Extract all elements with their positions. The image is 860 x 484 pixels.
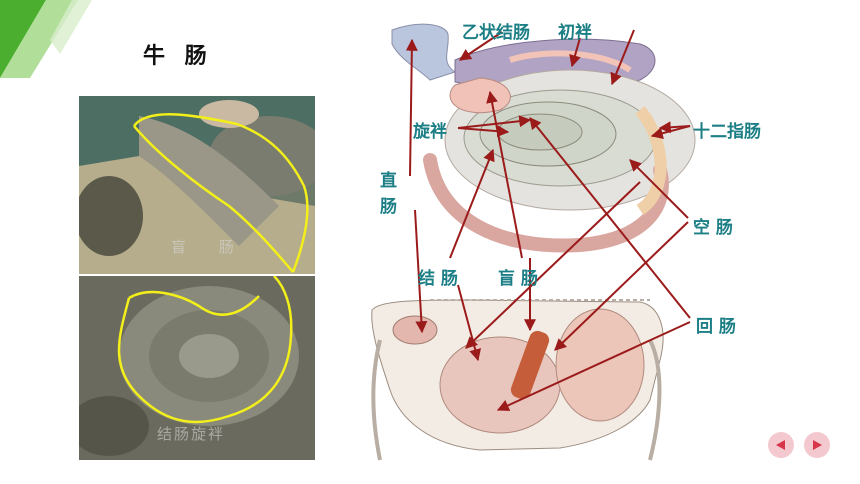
cecum-photo: 盲 肠 <box>79 96 315 274</box>
triangle-right-icon <box>813 440 822 450</box>
label-rectum: 直肠 <box>380 171 397 217</box>
label-ileum: 回 肠 <box>696 317 736 337</box>
corner-decoration <box>0 0 92 78</box>
label-duodenum: 十二指肠 <box>693 122 761 142</box>
cecum-photo-caption: 盲 肠 <box>171 238 248 256</box>
pointer-arrows <box>405 29 691 411</box>
label-cecum: 盲 肠 <box>498 269 538 289</box>
label-sigmoid-colon: 乙状结肠 <box>462 23 530 43</box>
slide-title: 牛 肠 <box>143 44 213 69</box>
spiral-loop-photo-caption: 结肠旋袢 <box>157 425 226 443</box>
cow-body-illustration <box>371 299 664 461</box>
prev-slide-button[interactable] <box>768 432 794 458</box>
label-initial-loop: 初袢 <box>558 23 592 43</box>
next-slide-button[interactable] <box>804 432 830 458</box>
intestine-illustration <box>391 23 696 253</box>
triangle-left-icon <box>776 440 785 450</box>
spiral-loop-photo: 结肠旋袢 <box>79 276 315 460</box>
label-jejunum: 空 肠 <box>693 218 733 238</box>
label-colon: 结 肠 <box>418 269 458 289</box>
label-spiral-loop: 旋袢 <box>413 122 447 142</box>
